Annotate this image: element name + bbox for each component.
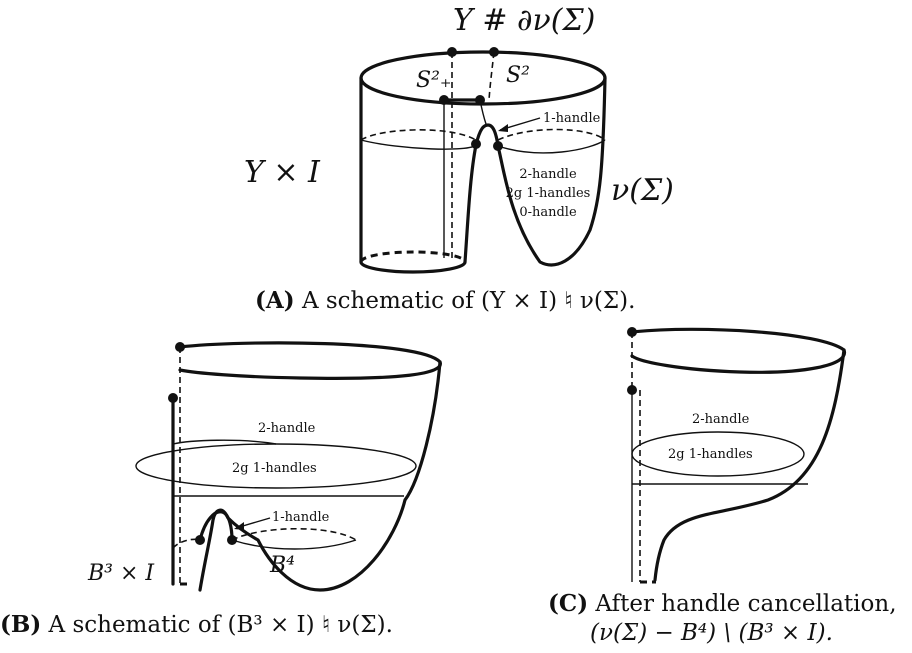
c-2g-ellipse	[631, 431, 805, 477]
y-bottom-back	[359, 250, 467, 263]
c-top-ellipse	[630, 327, 846, 374]
y-level-front	[360, 139, 477, 150]
b-one-handle-bump	[198, 510, 234, 542]
c-two-handle-label: 2-handle	[692, 412, 750, 427]
c-outline	[653, 348, 846, 582]
b-two-g-label: 2g 1-handles	[232, 461, 317, 476]
figure-c: 2-handle 2g 1-handles (C) After handle c…	[548, 327, 897, 646]
point-s2	[475, 95, 485, 105]
handle-line-1: 2-handle	[519, 167, 577, 182]
caption-c-text1: After handle cancellation,	[594, 591, 896, 617]
c-two-g-label: 2g 1-handles	[668, 447, 753, 462]
point-s-plus	[439, 95, 449, 105]
point-top-right	[489, 47, 499, 57]
caption-c-line2: (ν(Σ) − B⁴) \ (B³ × I).	[590, 620, 833, 646]
b-2handle-line	[172, 439, 277, 445]
caption-c-tag: (C)	[548, 590, 588, 617]
caption-b-tag: (B)	[0, 611, 41, 638]
caption-b: (B) A schematic of (B³ × I) ♮ ν(Σ).	[0, 611, 393, 638]
b4-back	[231, 527, 357, 541]
y-times-i-label: Y × I	[244, 155, 321, 190]
b-point-mid	[168, 393, 178, 403]
b-point-handle-right	[227, 535, 237, 545]
handle-line-3: 0-handle	[519, 205, 577, 220]
y-level-back	[360, 129, 477, 141]
c-point-top	[627, 327, 637, 337]
figure-b: 2-handle 2g 1-handles 1-handle B³ × I B⁴…	[0, 341, 442, 638]
s2-dashed-curve	[488, 51, 495, 101]
point-handle-left	[471, 139, 481, 149]
b-point-top	[175, 342, 185, 352]
b-outline	[198, 360, 442, 592]
b-left-dash	[172, 538, 201, 549]
b4-label: B⁴	[269, 553, 295, 578]
one-handle-label-a: 1-handle	[543, 111, 601, 126]
handle-line-2: 2g 1-handles	[506, 186, 591, 201]
s2-label: S²	[506, 63, 530, 88]
figure-a: Y # ∂ν(Σ) S²₊ S² 1-handle Y × I 2-handle…	[244, 3, 674, 314]
b-point-handle-left	[195, 535, 205, 545]
nu-level-front	[497, 139, 606, 154]
b-one-handle-label: 1-handle	[272, 510, 330, 525]
point-handle-right	[493, 141, 503, 151]
nu-sigma-label: ν(Σ)	[611, 173, 674, 208]
b-top-ellipse	[178, 341, 442, 380]
caption-a-text: A schematic of (Y × I) ♮ ν(Σ).	[301, 288, 635, 314]
nu-level-back	[497, 128, 606, 141]
b-two-handle-label: 2-handle	[258, 421, 316, 436]
caption-c-line1: (C) After handle cancellation,	[548, 590, 897, 617]
caption-b-text: A schematic of (B³ × I) ♮ ν(Σ).	[48, 612, 393, 638]
caption-a-tag: (A)	[255, 287, 295, 314]
one-handle-arrowhead	[498, 124, 508, 132]
top-label: Y # ∂ν(Σ)	[453, 3, 595, 38]
b3-label: B³ × I	[87, 561, 155, 586]
b-one-handle-arrowhead	[234, 522, 244, 530]
c-point-mid	[627, 385, 637, 395]
s-plus-label: S²₊	[416, 68, 452, 93]
y-bottom-front	[359, 260, 467, 274]
point-top-left	[447, 47, 457, 57]
b4-front	[231, 539, 357, 550]
caption-a: (A) A schematic of (Y × I) ♮ ν(Σ).	[255, 287, 635, 314]
